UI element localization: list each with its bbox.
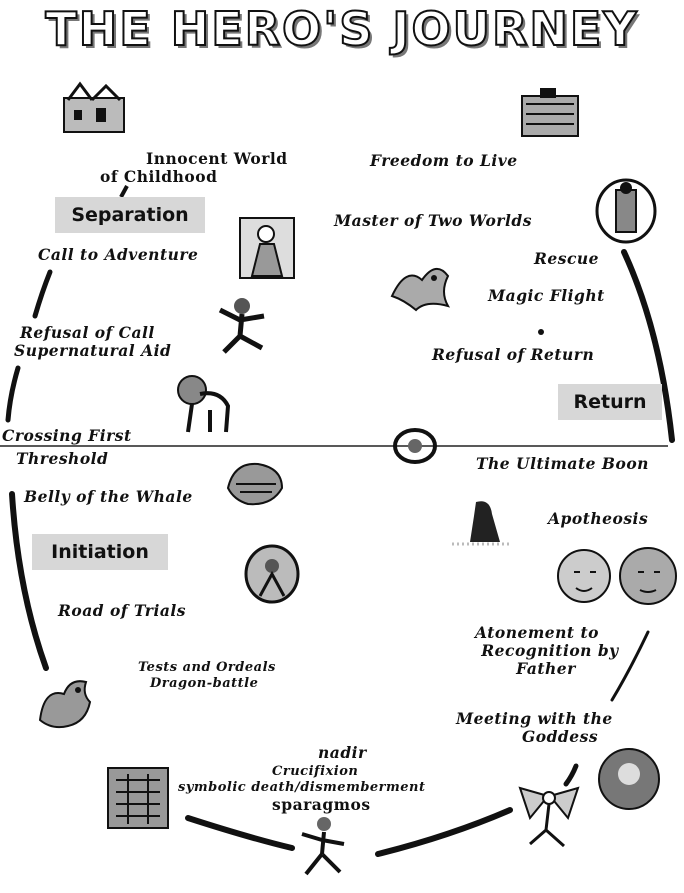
dragon-icon	[390, 268, 451, 312]
ring-icon	[393, 428, 437, 464]
label-atonement-line2: Recognition by	[481, 641, 619, 660]
dot-refusal-return	[538, 329, 544, 335]
label-refusal-of-return: Refusal of Return	[432, 345, 595, 364]
stage-return: Return	[558, 384, 662, 420]
cycle-stroke-nadir-left	[185, 815, 295, 851]
label-threshold: Threshold	[16, 449, 109, 468]
label-magic-flight: Magic Flight	[488, 286, 605, 305]
cycle-stroke-goddess	[563, 763, 579, 787]
label-crossing-first: Crossing First	[2, 426, 132, 445]
cycle-stroke-initiation	[9, 491, 49, 671]
village-icon	[63, 81, 125, 133]
winged-goddess-icon	[518, 786, 580, 848]
sea-monster-icon	[38, 680, 92, 729]
label-rescue: Rescue	[534, 249, 600, 268]
label-atonement-line1: Atonement to	[475, 623, 599, 642]
stage-separation: Separation	[55, 197, 205, 233]
stage-initiation: Initiation	[32, 534, 168, 570]
label-apotheosis: Apotheosis	[548, 509, 649, 528]
label-crucifixion: Crucifixion	[272, 764, 359, 779]
wizard-icon	[239, 217, 295, 279]
label-belly-of-whale: Belly of the Whale	[24, 487, 193, 506]
label-nadir: nadir	[318, 743, 367, 762]
label-ultimate-boon: The Ultimate Boon	[476, 454, 649, 473]
label-tests-and-ordeals: Tests and Ordeals	[138, 660, 276, 675]
label-symbolic-death: symbolic death/dismemberment	[178, 780, 426, 795]
label-master-two-worlds: Master of Two Worlds	[334, 211, 532, 230]
cycle-stroke-atonement	[610, 630, 650, 702]
label-sparagmos: sparagmos	[272, 795, 371, 814]
sacrifice-icon	[301, 817, 345, 876]
label-refusal-of-call: Refusal of Call	[20, 323, 155, 342]
arrow-childhood	[119, 185, 129, 198]
label-freedom-to-live: Freedom to Live	[370, 151, 518, 170]
label-supernatural-aid: Supernatural Aid	[14, 341, 172, 360]
cycle-stroke-call	[32, 269, 53, 319]
label-of-childhood: of Childhood	[100, 167, 218, 186]
hooded-figure-icon	[452, 501, 510, 546]
goddess-medallion-icon	[244, 544, 300, 604]
label-atonement-line3: Father	[516, 659, 576, 678]
goddess-portrait-icon	[598, 748, 660, 810]
label-call-to-adventure: Call to Adventure	[38, 245, 199, 264]
lion-icon	[177, 375, 231, 433]
dancer-icon	[218, 298, 265, 354]
ruins-icon	[107, 767, 169, 829]
cycle-stroke-crossing	[5, 365, 21, 423]
page-title: THE HERO'S JOURNEY	[44, 1, 639, 57]
label-meeting-line2: Goddess	[522, 727, 599, 746]
cycle-stroke-return	[621, 249, 675, 443]
label-meeting-line1: Meeting with the	[456, 709, 613, 728]
label-dragon-battle: Dragon-battle	[150, 676, 259, 691]
label-road-of-trials: Road of Trials	[58, 601, 187, 620]
city-icon	[521, 88, 579, 137]
cycle-stroke-nadir-right	[375, 807, 513, 857]
faces-icon	[557, 547, 677, 605]
whale-icon	[226, 462, 284, 506]
label-innocent-world: Innocent World	[146, 149, 288, 168]
knight-icon	[595, 178, 657, 244]
